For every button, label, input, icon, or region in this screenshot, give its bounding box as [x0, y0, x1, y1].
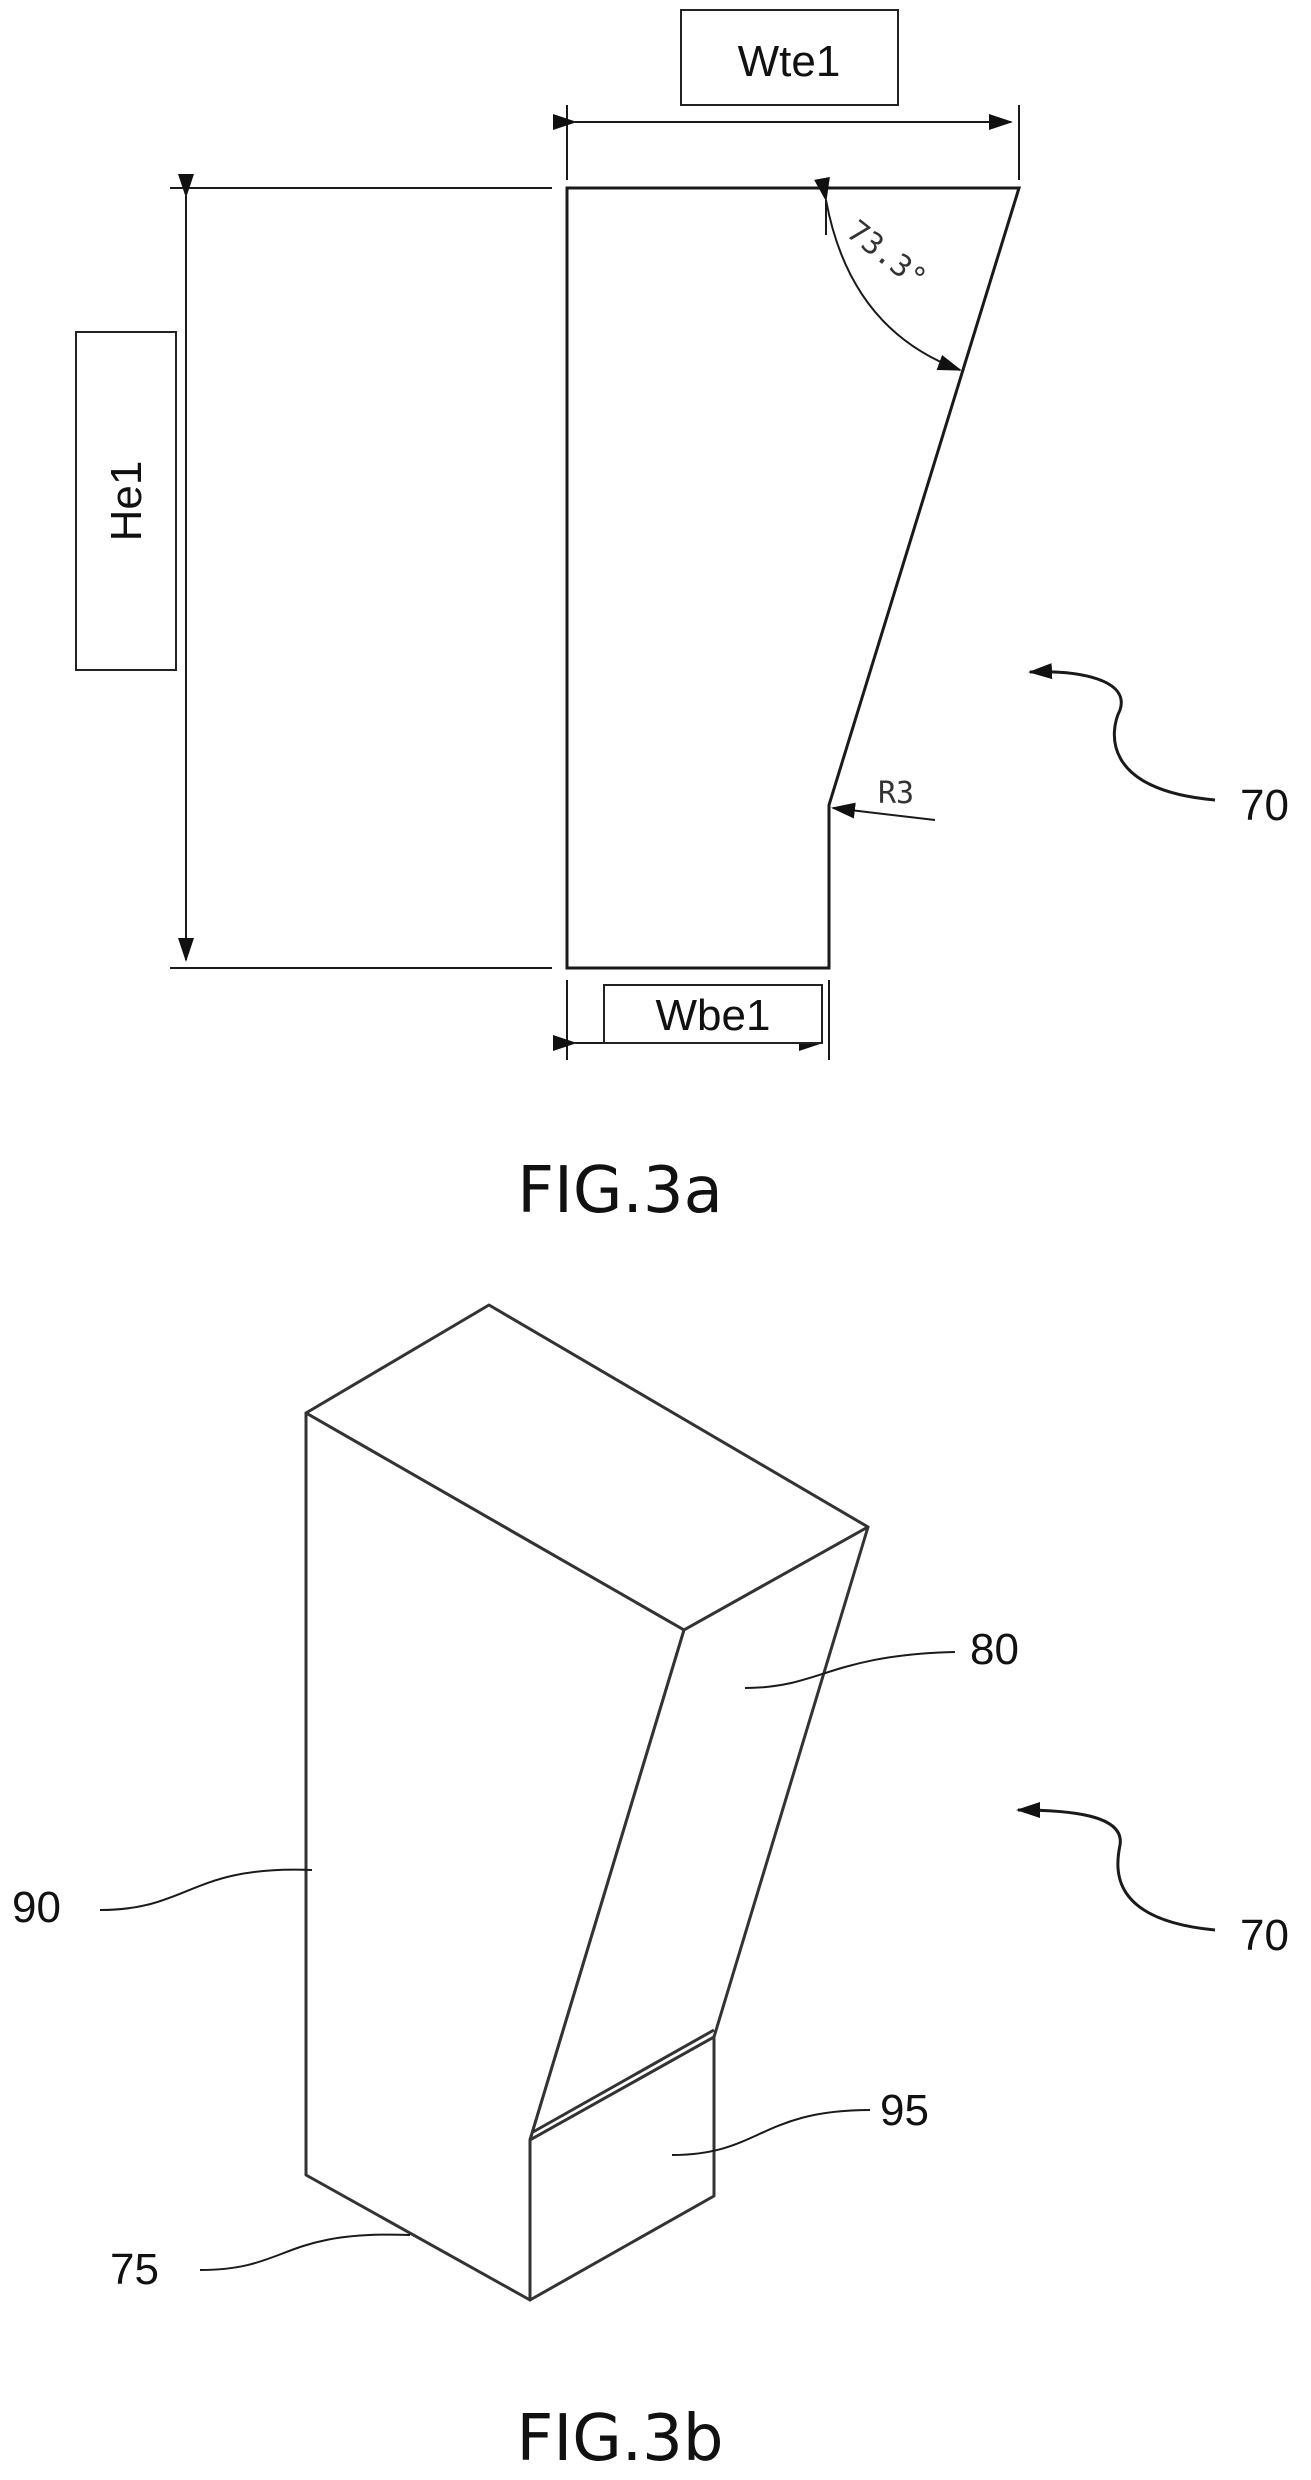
ref-step-face: 95 — [880, 2086, 929, 2135]
ref-side-face: 90 — [12, 1883, 61, 1932]
top-width-label: Wte1 — [738, 37, 841, 86]
part-ref-number-b: 70 — [1240, 1911, 1289, 1960]
height-label: He1 — [102, 461, 151, 542]
ref-bottom-edge: 75 — [110, 2245, 159, 2294]
part-ref-arrow-b — [1018, 1810, 1215, 1930]
part-ref-number: 70 — [1240, 781, 1289, 830]
part-ref-arrow — [1030, 672, 1215, 800]
figure-3a: 73.3° R3 70 Wte1 He1 Wbe1 FIG.3a — [76, 10, 1289, 1228]
radius-label: R3 — [878, 776, 914, 811]
angle-arc — [826, 200, 960, 370]
profile-outline — [567, 188, 1019, 968]
leader-75 — [200, 2235, 410, 2270]
figure-3a-caption: FIG.3a — [517, 1154, 723, 1228]
angle-label: 73.3° — [840, 214, 933, 297]
figure-3b: 80 90 95 75 70 FIG.3b — [12, 1305, 1289, 2476]
ref-slope-face: 80 — [970, 1625, 1019, 1674]
bottom-width-label: Wbe1 — [656, 991, 771, 1040]
figure-3b-caption: FIG.3b — [517, 2402, 724, 2476]
leader-90 — [100, 1870, 312, 1910]
